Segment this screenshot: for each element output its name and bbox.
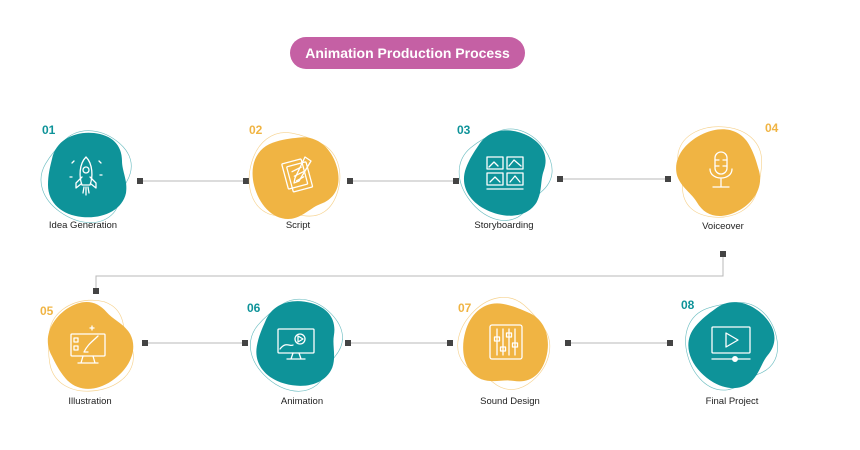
step-number: 08 <box>681 298 695 312</box>
connector-node <box>93 288 99 294</box>
microphone-icon <box>709 151 733 188</box>
step-node <box>27 114 147 237</box>
connector-node <box>557 176 563 182</box>
connector-node <box>347 178 353 184</box>
animation-icon <box>277 328 315 360</box>
step-number: 05 <box>40 304 54 318</box>
step-number: 04 <box>765 121 779 135</box>
step-label: Voiceover <box>702 221 744 232</box>
step-nodes <box>27 111 790 406</box>
illustration-icon <box>70 325 106 364</box>
step-label: Illustration <box>68 396 112 407</box>
step-label: Animation <box>280 396 324 407</box>
step-node <box>443 111 568 235</box>
connector-node <box>242 340 248 346</box>
connector-node <box>142 340 148 346</box>
sound-mixer-icon <box>489 324 523 360</box>
connector-node <box>243 178 249 184</box>
connector-node <box>667 340 673 346</box>
connector-node <box>720 251 726 257</box>
step-label: Storyboarding <box>474 220 534 231</box>
connector-node <box>137 178 143 184</box>
step-node <box>31 287 147 403</box>
step-label: Script <box>285 220 311 231</box>
blob-shape <box>48 132 127 218</box>
storyboard-icon <box>486 156 524 190</box>
step-number: 06 <box>247 301 261 315</box>
step-number: 02 <box>249 123 263 137</box>
step-number: 07 <box>458 301 472 315</box>
step-node <box>235 281 359 406</box>
step-node <box>664 116 776 229</box>
step-label: Final Project <box>705 396 759 407</box>
rocket-icon <box>69 156 103 196</box>
step-node <box>443 282 568 406</box>
connector-node <box>345 340 351 346</box>
step-label: Idea Generation <box>48 220 118 231</box>
script-icon <box>281 156 314 193</box>
blob-shape <box>457 298 555 391</box>
step-label: Sound Design <box>480 396 540 407</box>
connector-node <box>453 178 459 184</box>
connector-node <box>447 340 453 346</box>
page-title: Animation Production Process <box>290 37 525 69</box>
step-number: 01 <box>42 123 56 137</box>
blob-shape <box>664 116 776 229</box>
connector-node <box>565 340 571 346</box>
step-number: 03 <box>457 123 471 137</box>
connector-line <box>95 254 724 291</box>
connector-node <box>665 176 671 182</box>
connector-lines <box>93 176 726 346</box>
video-player-icon <box>711 326 751 362</box>
step-node <box>674 286 790 402</box>
step-node <box>242 124 349 228</box>
